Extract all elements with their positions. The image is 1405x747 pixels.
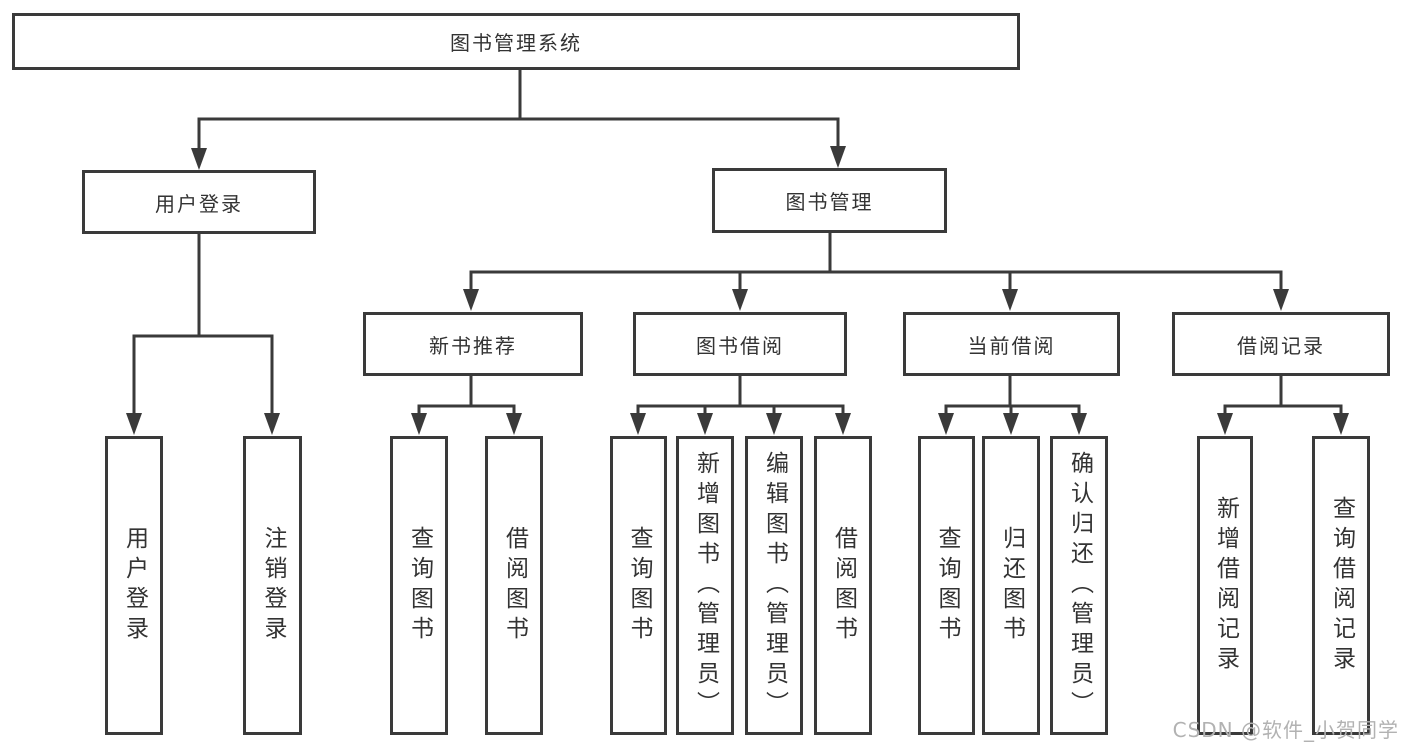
arrow-down-icon xyxy=(463,289,479,311)
arrow-down-icon xyxy=(835,413,851,435)
leaf-recommend-borrow-books-label: 借阅图书 xyxy=(501,525,528,646)
node-current-borrow: 当前借阅 xyxy=(903,312,1120,376)
node-user-login-label: 用户登录 xyxy=(155,191,243,216)
node-new-book-recommend-label: 新书推荐 xyxy=(429,333,517,358)
csdn-watermark: CSDN @软件_小贺同学 xyxy=(1172,718,1399,742)
arrow-down-icon xyxy=(938,413,954,435)
arrow-down-icon xyxy=(630,413,646,435)
node-borrow-records: 借阅记录 xyxy=(1172,312,1390,376)
arrow-down-icon xyxy=(191,148,207,170)
node-root: 图书管理系统 xyxy=(12,13,1020,70)
leaf-add-borrow-record: 新增借阅记录 xyxy=(1197,436,1253,735)
arrow-down-icon xyxy=(1333,413,1349,435)
leaf-return-books: 归还图书 xyxy=(982,436,1040,735)
leaf-confirm-return-admin: 确认归还（管理员） xyxy=(1050,436,1108,735)
leaf-query-borrow-record: 查询借阅记录 xyxy=(1312,436,1370,735)
leaf-current-query-books: 查询图书 xyxy=(918,436,975,735)
node-borrow-records-label: 借阅记录 xyxy=(1237,333,1325,358)
leaf-logout-login-label: 注销登录 xyxy=(260,525,286,646)
leaf-add-books-admin-label: 新增图书（管理员） xyxy=(692,450,719,721)
leaf-user-login: 用户登录 xyxy=(105,436,163,735)
leaf-borrow-books: 借阅图书 xyxy=(814,436,872,735)
leaf-query-borrow-record-label: 查询借阅记录 xyxy=(1328,495,1355,676)
leaf-add-borrow-record-label: 新增借阅记录 xyxy=(1212,495,1239,676)
node-book-management-label: 图书管理 xyxy=(785,190,874,214)
leaf-recommend-query-books-label: 查询图书 xyxy=(406,525,433,646)
leaf-recommend-borrow-books: 借阅图书 xyxy=(485,436,543,735)
arrow-down-icon xyxy=(126,413,142,435)
arrow-down-icon xyxy=(1003,413,1019,435)
leaf-confirm-return-admin-label: 确认归还（管理员） xyxy=(1066,450,1093,721)
arrow-down-icon xyxy=(264,413,280,435)
arrow-down-icon xyxy=(1273,289,1289,311)
arrow-down-icon xyxy=(1071,413,1087,435)
leaf-current-query-books-label: 查询图书 xyxy=(934,525,960,646)
leaf-add-books-admin: 新增图书（管理员） xyxy=(676,436,734,735)
node-book-borrow: 图书借阅 xyxy=(633,312,847,376)
node-current-borrow-label: 当前借阅 xyxy=(967,333,1056,358)
leaf-logout-login: 注销登录 xyxy=(243,436,302,735)
arrow-down-icon xyxy=(697,413,713,435)
arrow-down-icon xyxy=(830,146,846,168)
node-book-borrow-label: 图书借阅 xyxy=(696,333,784,358)
arrow-down-icon xyxy=(1002,289,1018,311)
leaf-edit-books-admin: 编辑图书（管理员） xyxy=(745,436,803,735)
leaf-edit-books-admin-label: 编辑图书（管理员） xyxy=(761,450,788,721)
arrow-down-icon xyxy=(766,413,782,435)
leaf-recommend-query-books: 查询图书 xyxy=(390,436,448,735)
leaf-return-books-label: 归还图书 xyxy=(998,525,1025,646)
leaf-borrow-books-label: 借阅图书 xyxy=(830,525,857,646)
node-book-management: 图书管理 xyxy=(712,168,947,233)
arrow-down-icon xyxy=(411,413,427,435)
arrow-down-icon xyxy=(732,289,748,311)
leaf-borrow-query-books: 查询图书 xyxy=(610,436,667,735)
node-user-login: 用户登录 xyxy=(82,170,316,234)
arrow-down-icon xyxy=(506,413,522,435)
leaf-user-login-label: 用户登录 xyxy=(121,525,148,646)
node-new-book-recommend: 新书推荐 xyxy=(363,312,583,376)
arrow-down-icon xyxy=(1217,413,1233,435)
node-root-label: 图书管理系统 xyxy=(450,31,582,55)
leaf-borrow-query-books-label: 查询图书 xyxy=(626,525,652,646)
